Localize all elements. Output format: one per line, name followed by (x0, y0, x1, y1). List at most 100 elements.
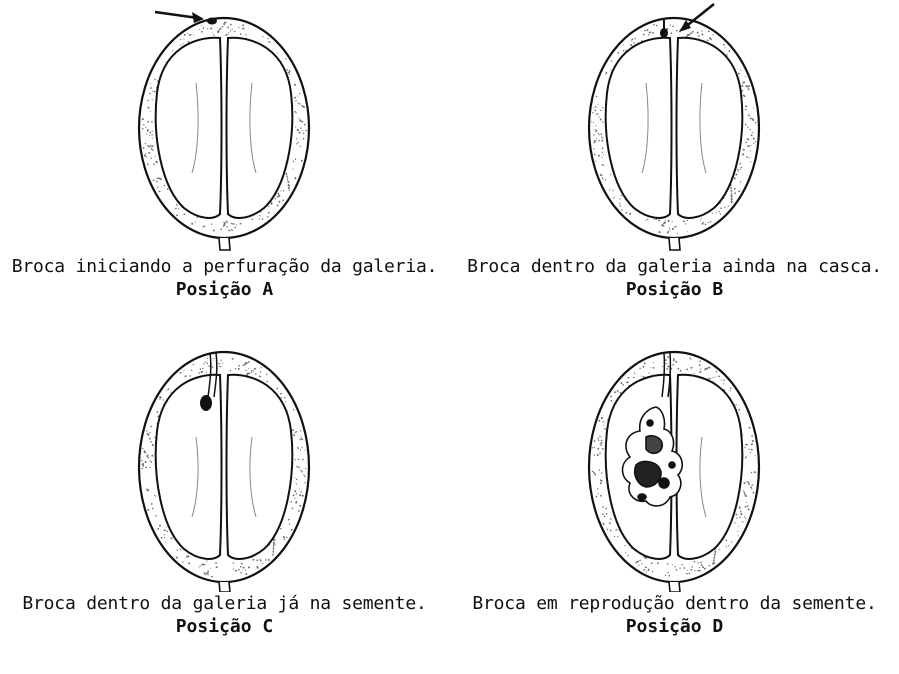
pulp-dot (226, 34, 227, 35)
pulp-dot (621, 209, 622, 210)
pulp-dot (750, 161, 751, 162)
pulp-dot (302, 439, 304, 441)
pulp-dot (147, 100, 149, 102)
pulp-dot (228, 230, 230, 232)
pulp-dot (300, 120, 302, 122)
pulp-dot (257, 567, 259, 569)
pulp-dot (615, 529, 617, 531)
pulp-dot (641, 563, 642, 564)
berry-stem (219, 238, 230, 250)
pulp-dot (740, 169, 741, 170)
pulp-dot (708, 222, 709, 223)
berry-stem (219, 582, 230, 592)
pulp-dot (598, 440, 599, 441)
pulp-dot (232, 230, 233, 231)
pulp-dot (231, 229, 232, 230)
pulp-dot (617, 536, 618, 537)
pulp-dot (299, 494, 301, 496)
pulp-dot (207, 363, 209, 365)
pulp-dot (259, 215, 260, 216)
pulp-dot (651, 562, 653, 564)
pulp-dot (293, 161, 295, 163)
pulp-dot (164, 185, 166, 187)
pulp-dot (707, 40, 709, 42)
pulp-dot (141, 460, 142, 461)
pulp-dot (295, 100, 296, 101)
pulp-dot (184, 34, 186, 36)
pulp-dot (699, 567, 700, 568)
pulp-dot (680, 370, 682, 372)
pulp-dot (708, 31, 710, 33)
pulp-dot (231, 223, 232, 224)
pulp-dot (152, 444, 154, 446)
pulp-dot (713, 34, 714, 35)
pulp-dot (700, 562, 702, 564)
pulp-dot (750, 150, 751, 151)
pulp-dot (622, 384, 624, 386)
pulp-dot (182, 561, 183, 562)
pulp-dot (238, 27, 239, 28)
pulp-dot (220, 27, 222, 29)
pulp-dot (625, 552, 626, 553)
pulp-dot (700, 220, 701, 221)
pulp-dot (149, 132, 151, 134)
pulp-dot (201, 31, 203, 33)
pulp-dot (225, 221, 226, 222)
pulp-dot (230, 230, 231, 231)
pulp-dot (145, 467, 146, 468)
pulp-dot (694, 570, 695, 571)
pulp-dot (672, 26, 674, 28)
pulp-dot (731, 541, 732, 542)
pulp-dot (669, 575, 671, 577)
pulp-dot (675, 226, 676, 227)
pulp-dot (709, 37, 711, 39)
pulp-dot (286, 69, 288, 71)
pulp-dot (603, 154, 604, 155)
pulp-dot (273, 546, 274, 547)
pulp-dot (147, 163, 149, 165)
pulp-dot (155, 496, 156, 497)
caption-a: Broca iniciando a perfuração da galeria.… (0, 255, 449, 301)
pulp-dot (602, 107, 603, 108)
pulp-dot (687, 231, 688, 232)
pulp-dot (748, 482, 750, 484)
pulp-dot (662, 366, 663, 367)
pulp-dot (743, 491, 745, 493)
pulp-dot (299, 488, 300, 489)
pulp-dot (189, 375, 191, 377)
pulp-dot (157, 177, 159, 179)
pulp-dot (294, 498, 295, 499)
pulp-dot (666, 363, 667, 364)
pulp-dot (300, 505, 301, 506)
pulp-dot (224, 22, 226, 24)
pulp-dot (288, 187, 290, 189)
pulp-dot (164, 537, 165, 538)
pulp-dot (743, 149, 745, 151)
pulp-dot (751, 443, 753, 445)
pulp-dot (611, 60, 612, 61)
pulp-dot (644, 569, 645, 570)
pulp-dot (176, 204, 178, 206)
pulp-dot (248, 368, 249, 369)
pulp-dot (304, 124, 306, 126)
pulp-dot (230, 370, 231, 371)
pulp-dot (203, 363, 204, 364)
pulp-dot (148, 454, 149, 455)
pulp-dot (652, 32, 654, 34)
pulp-dot (745, 76, 746, 77)
panel-position-d: Broca em reprodução dentro da semente. P… (450, 337, 899, 674)
pulp-dot (207, 28, 208, 29)
pulp-dot (294, 97, 296, 99)
pulp-dot (248, 361, 250, 363)
pulp-dot (734, 192, 736, 194)
pulp-dot (291, 529, 293, 531)
pulp-dot (293, 494, 295, 496)
pulp-dot (303, 137, 304, 138)
pulp-dot (191, 369, 192, 370)
pulp-dot (690, 359, 691, 360)
pulp-dot (657, 562, 659, 564)
pulp-dot (147, 457, 149, 459)
pulp-dot (142, 463, 144, 465)
pulp-dot (647, 29, 649, 31)
pulp-dot (715, 376, 716, 377)
